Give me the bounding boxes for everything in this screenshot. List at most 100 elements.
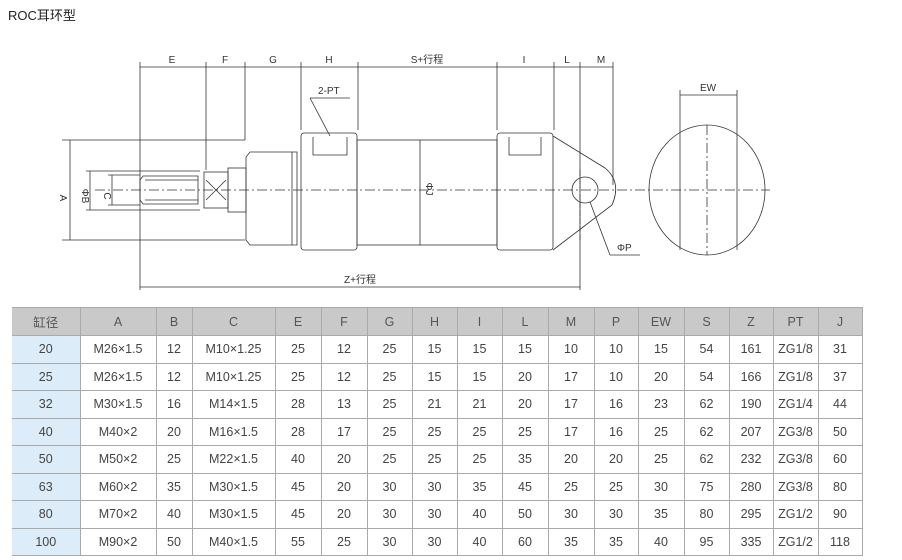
- bore-cell: 40: [12, 417, 81, 446]
- column-header: M: [547, 307, 595, 336]
- table-cell: 20: [320, 445, 368, 474]
- table-cell: 17: [320, 417, 368, 446]
- column-header: I: [456, 307, 503, 336]
- table-cell: ZG3/8: [772, 472, 819, 501]
- table-cell: 20: [501, 362, 549, 391]
- bore-cell: 32: [12, 390, 81, 419]
- table-cell: 25: [366, 390, 413, 419]
- table-cell: 12: [155, 362, 193, 391]
- table-cell: 20: [637, 362, 685, 391]
- dim-label-pt: 2-PT: [318, 86, 340, 97]
- table-cell: ZG3/8: [772, 417, 819, 446]
- table-cell: 161: [728, 335, 774, 364]
- table-cell: ZG1/8: [772, 335, 819, 364]
- table-cell: 17: [547, 362, 595, 391]
- table-cell: 295: [728, 500, 774, 529]
- table-cell: 12: [155, 335, 193, 364]
- table-cell: 25: [366, 417, 413, 446]
- table-cell: 25: [593, 472, 639, 501]
- table-cell: 118: [817, 527, 863, 556]
- table-cell: 25: [411, 417, 458, 446]
- column-header: S: [683, 307, 730, 336]
- bore-cell: 100: [12, 527, 81, 556]
- table-cell: 37: [817, 362, 863, 391]
- table-cell: 55: [274, 527, 322, 556]
- dim-label-j: ΦJ: [423, 183, 434, 196]
- table-cell: 25: [637, 417, 685, 446]
- table-cell: 25: [547, 472, 595, 501]
- table-cell: 25: [456, 417, 503, 446]
- bore-cell: 63: [12, 472, 81, 501]
- table-cell: 335: [728, 527, 774, 556]
- dim-label-h: H: [325, 55, 332, 66]
- dim-label-i: I: [523, 55, 526, 66]
- table-cell: 45: [274, 500, 322, 529]
- table-cell: 25: [366, 445, 413, 474]
- dim-label-a: A: [57, 195, 68, 202]
- table-cell: 16: [593, 417, 639, 446]
- table-cell: 40: [274, 445, 322, 474]
- page-title: ROC耳环型: [8, 8, 76, 23]
- dim-label-g: G: [269, 55, 277, 66]
- table-cell: 20: [320, 472, 368, 501]
- cylinder-dimension-drawing: E F G H S+行程 I L M 2-PT A ΦB C ΦJ ΦP Z+行…: [57, 53, 770, 290]
- table-cell: 35: [155, 472, 193, 501]
- column-header: A: [79, 307, 157, 336]
- column-header: 缸径: [12, 307, 81, 336]
- table-cell: 40: [456, 527, 503, 556]
- table-cell: 35: [547, 527, 595, 556]
- table-cell: 12: [320, 335, 368, 364]
- table-cell: ZG1/4: [772, 390, 819, 419]
- dim-label-f: F: [222, 55, 228, 66]
- table-cell: 166: [728, 362, 774, 391]
- table-cell: 50: [817, 417, 863, 446]
- dim-label-c: C: [101, 192, 112, 199]
- table-cell: M26×1.5: [79, 335, 157, 364]
- table-cell: 90: [817, 500, 863, 529]
- table-cell: ZG1/2: [772, 527, 819, 556]
- column-header: B: [155, 307, 193, 336]
- table-cell: 35: [593, 527, 639, 556]
- table-cell: 20: [155, 417, 193, 446]
- table-cell: 54: [683, 362, 730, 391]
- table-cell: M30×1.5: [79, 390, 157, 419]
- table-cell: 30: [637, 472, 685, 501]
- table-cell: ZG1/8: [772, 362, 819, 391]
- table-cell: 30: [366, 500, 413, 529]
- table-cell: 30: [366, 472, 413, 501]
- dim-label-z: Z+行程: [344, 273, 376, 286]
- table-cell: 16: [155, 390, 193, 419]
- table-cell: 45: [274, 472, 322, 501]
- table-cell: 25: [411, 445, 458, 474]
- table-cell: M30×1.5: [191, 472, 276, 501]
- table-cell: ZG3/8: [772, 445, 819, 474]
- table-cell: 25: [274, 335, 322, 364]
- column-header: E: [274, 307, 322, 336]
- table-cell: M30×1.5: [191, 500, 276, 529]
- table-cell: 10: [593, 362, 639, 391]
- bore-cell: 25: [12, 362, 81, 391]
- table-cell: 30: [411, 472, 458, 501]
- column-header: EW: [637, 307, 685, 336]
- table-cell: 20: [501, 390, 549, 419]
- bore-cell: 20: [12, 335, 81, 364]
- table-cell: 28: [274, 390, 322, 419]
- table-cell: 15: [411, 362, 458, 391]
- table-cell: 25: [155, 445, 193, 474]
- column-header: Z: [728, 307, 774, 336]
- table-cell: 35: [501, 445, 549, 474]
- table-cell: 15: [411, 335, 458, 364]
- table-cell: 44: [817, 390, 863, 419]
- table-cell: ZG1/2: [772, 500, 819, 529]
- column-header: F: [320, 307, 368, 336]
- table-cell: 95: [683, 527, 730, 556]
- column-header: PT: [772, 307, 819, 336]
- table-cell: 62: [683, 417, 730, 446]
